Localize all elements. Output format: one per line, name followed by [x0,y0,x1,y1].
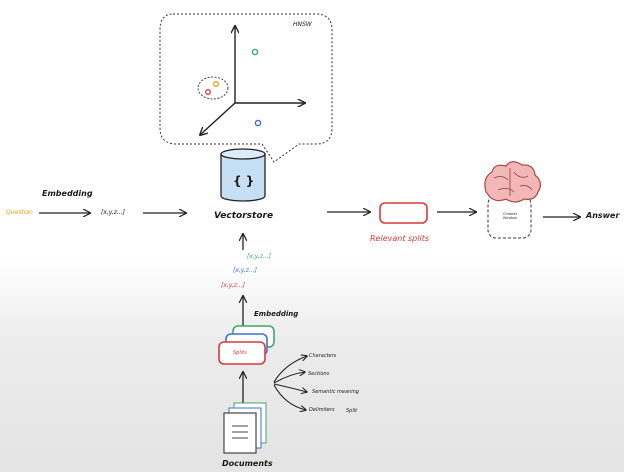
document-stack-icon [223,402,267,454]
query-embedding-label: Embedding [42,189,93,198]
strategy-delimiters: Delimiters [309,407,335,413]
strategy-characters: Characters [309,353,337,359]
hnsw-point-orange [213,81,219,87]
documents-label: Documents [222,459,273,468]
question-label: Question [6,209,33,216]
splits-card-label: Splits [233,350,247,356]
hnsw-axis-diag [200,102,236,135]
split-card-red [218,341,266,365]
answer-label: Answer [586,211,620,220]
database-icon [220,148,266,202]
hnsw-point-blue [254,119,262,127]
context-window-box [487,195,532,239]
split-vector-green: [x,y,z...] [247,253,272,260]
vectorstore-label: Vectorstore [214,211,274,221]
hnsw-point-green [251,48,259,56]
hnsw-label: HNSW [293,21,312,28]
hnsw-panel [159,13,333,163]
brain-icon [484,161,541,203]
relevant-splits-label: Relevant splits [370,234,430,243]
split-vector-red: [x,y,z...] [221,282,246,289]
split-label: Split [346,408,358,414]
splits-embedding-label: Embedding [254,310,299,318]
relevant-splits-box [379,202,428,224]
strategy-sections: Sections [308,371,330,377]
context-window-label: Context Window [503,212,517,220]
strategy-semantic: Semantic meaning [312,389,359,395]
hnsw-cluster [197,76,229,100]
vectorstore-braces-glyph: { } [233,174,255,188]
split-strategy-arrows [273,356,307,410]
split-vector-blue: [x,y,z...] [233,267,258,274]
query-vector-label: [x,y,z...] [101,209,126,216]
hnsw-point-red [205,89,211,95]
